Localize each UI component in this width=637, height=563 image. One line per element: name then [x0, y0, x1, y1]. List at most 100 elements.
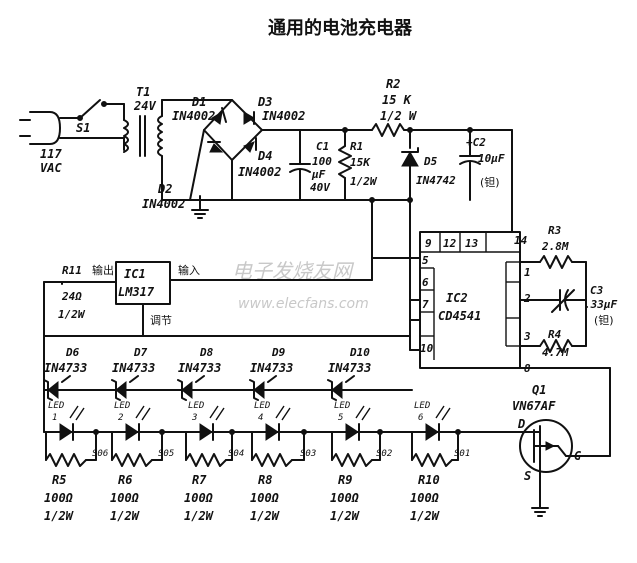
selector-s03[interactable]: S03	[300, 429, 316, 460]
led-2: LED 2	[111, 401, 151, 461]
capacitor-c3	[519, 289, 587, 313]
selector-s01[interactable]: S01	[454, 429, 470, 460]
resistor-r4	[519, 339, 587, 353]
zener-name: D10	[349, 346, 370, 359]
resistor-name: R9	[338, 473, 352, 487]
resistor-rating: 1/2W	[410, 509, 441, 523]
selector-label: S04	[228, 449, 244, 459]
ac-plug	[19, 111, 61, 145]
resistor-value: 100Ω	[44, 491, 74, 505]
resistor-name: R5	[52, 473, 66, 487]
resistor-name: R10	[418, 473, 440, 487]
d4-name: D4	[257, 149, 272, 163]
transformer-name: T1	[136, 85, 150, 99]
r11-name: R11	[62, 264, 82, 277]
ic2-pin-2: 2	[523, 292, 531, 305]
q1-drain: D	[517, 417, 525, 431]
c2-value: 10μF	[478, 152, 505, 165]
ic2-part: CD4541	[438, 309, 481, 323]
resistor-value: 100Ω	[410, 491, 440, 505]
led-label: LED	[114, 401, 130, 411]
ic2-chip	[419, 231, 521, 369]
zener-value: IN4733	[328, 361, 371, 375]
ic2-pin-14: 14	[514, 234, 528, 247]
selector-s02[interactable]: S02	[376, 429, 392, 460]
led-3: LED 3	[185, 401, 225, 461]
led-number: 5	[338, 413, 343, 423]
led-number: 3	[191, 413, 197, 423]
resistor-rating: 1/2W	[330, 509, 361, 523]
ic1-name: IC1	[124, 267, 146, 281]
ic2-pin-10: 10	[420, 342, 434, 355]
ic2-name: IC2	[446, 291, 468, 305]
selector-label: S06	[92, 449, 108, 459]
r11-v2: 1/2W	[58, 308, 86, 321]
resistor-value: 100Ω	[110, 491, 140, 505]
selector-s05[interactable]: S05	[158, 429, 174, 460]
zener-d5	[401, 127, 419, 201]
r3-value: 2.8M	[541, 240, 569, 253]
q1-part: VN67AF	[512, 399, 556, 413]
led-label: LED	[254, 401, 270, 411]
q1-name: Q1	[532, 383, 546, 397]
zener-row: D6IN4733D7IN4733D8IN4733D9IN4733D10IN473…	[43, 346, 371, 401]
led-label: LED	[188, 401, 204, 411]
r2-v2: 1/2 W	[380, 109, 418, 123]
diagram-title: 通用的电池充电器	[268, 17, 413, 39]
resistor-r1	[338, 127, 352, 201]
led-number: 6	[418, 413, 423, 423]
selector-s04[interactable]: S04	[228, 429, 244, 460]
watermark-url: www.elecfans.com	[238, 296, 369, 312]
bridge-rectifier	[161, 99, 346, 201]
zener-name: D7	[133, 346, 148, 359]
zener-name: D8	[199, 346, 214, 359]
ground-symbol	[191, 195, 209, 219]
c2-name: +C2	[466, 136, 486, 149]
d3-name: D3	[257, 95, 272, 109]
led-4: LED 4	[251, 401, 291, 461]
d2-value: IN4002	[142, 197, 185, 211]
led-number: 4	[258, 413, 263, 423]
ic1-adj-label: 调节	[150, 314, 172, 327]
resistor-name: R8	[258, 473, 272, 487]
c1-name: C1	[316, 140, 329, 153]
selector-s06[interactable]: S06	[92, 429, 108, 460]
led-number: 2	[118, 413, 123, 423]
power-switch-s1	[59, 99, 125, 151]
led-label: LED	[334, 401, 350, 411]
zener-name: D9	[271, 346, 286, 359]
ic1-part: LM317	[118, 285, 155, 299]
ic2-pin-3: 3	[523, 330, 531, 343]
d2-name: D2	[157, 182, 172, 196]
r1-v1: 15K	[350, 156, 371, 169]
input-voltage-line2: VAC	[40, 161, 62, 175]
ic2-pin-7: 7	[422, 298, 429, 311]
resistor-name: R7	[192, 473, 207, 487]
c2-note: (钽)	[480, 176, 500, 189]
d5-name: D5	[423, 155, 438, 168]
resistor-r2	[344, 123, 513, 137]
ic1-input-label: 输入	[178, 263, 200, 277]
r4-name: R4	[548, 328, 562, 341]
zener-value: IN4733	[112, 361, 155, 375]
resistor-value: 100Ω	[250, 491, 280, 505]
mosfet-q1	[479, 419, 573, 491]
resistor-name: R6	[118, 473, 132, 487]
led-5: LED 5	[331, 401, 371, 461]
selector-label: S02	[376, 449, 392, 459]
ic2-pin-5: 5	[422, 254, 429, 267]
q1-gate: G	[574, 449, 581, 463]
